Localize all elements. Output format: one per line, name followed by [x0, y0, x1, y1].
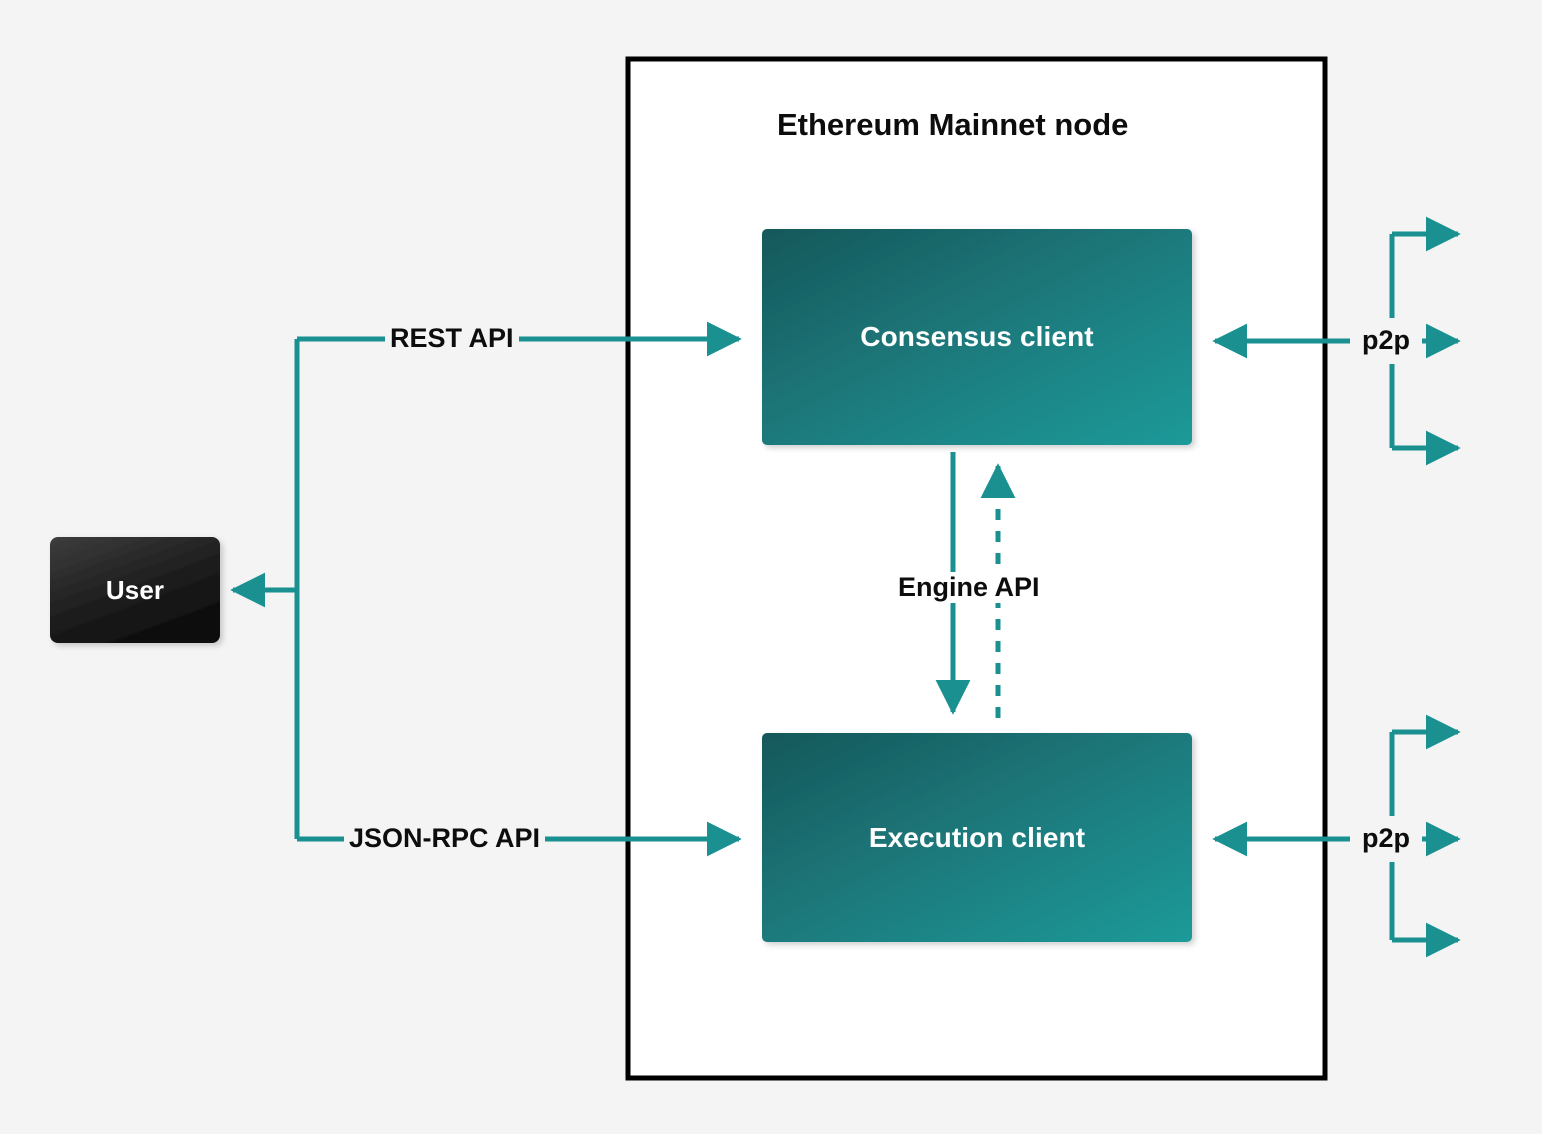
- engine-api-edge-label: Engine API: [893, 572, 1045, 603]
- p2p-consensus-edge-label: p2p: [1357, 325, 1416, 356]
- p2p-execution-edges: [1212, 714, 1461, 958]
- rest-api-edge-label: REST API: [385, 323, 519, 354]
- execution-client-node: [762, 733, 1192, 942]
- user-node: [50, 537, 220, 643]
- consensus-client-node: [762, 229, 1192, 445]
- p2p-consensus-edges: [1212, 216, 1461, 466]
- p2p-execution-edge-label: p2p: [1357, 823, 1416, 854]
- diagram-title: Ethereum Mainnet node: [777, 107, 1129, 142]
- json-rpc-api-edge-label: JSON-RPC API: [344, 823, 546, 854]
